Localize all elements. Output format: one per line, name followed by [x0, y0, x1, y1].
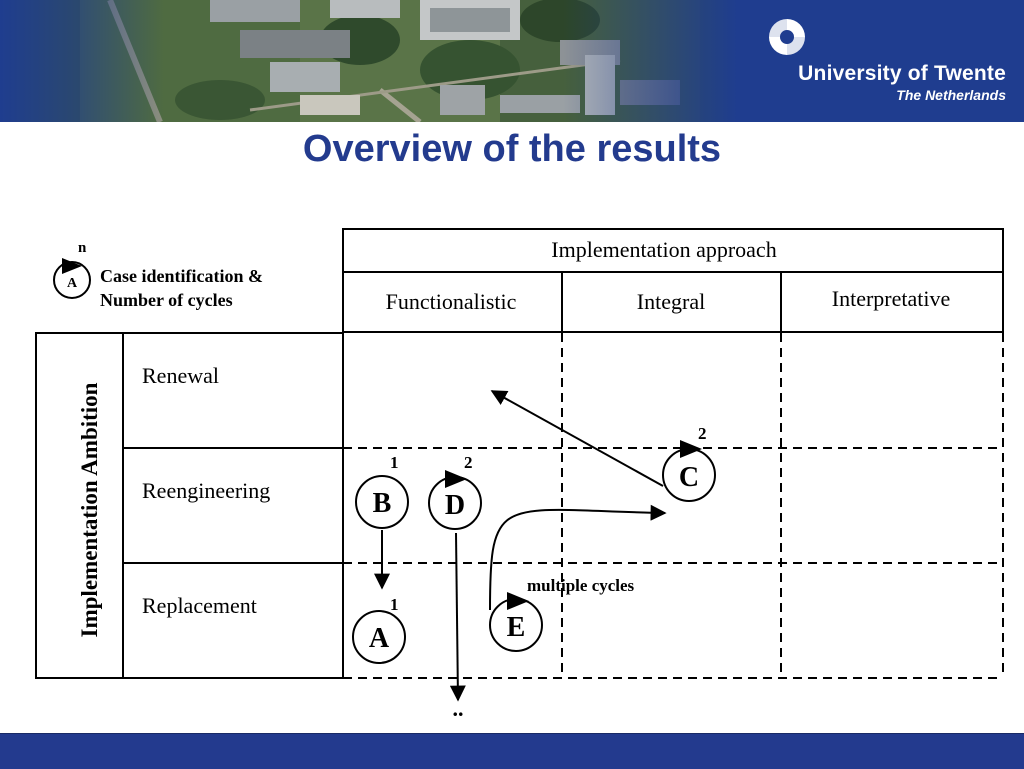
- row-group-label: Implementation Ambition: [77, 382, 102, 637]
- case-d-label: D: [445, 490, 465, 521]
- legend-line-1: Case identification &: [100, 266, 263, 286]
- case-e-cycles: multiple cycles: [527, 576, 635, 595]
- page-title: Overview of the results: [302, 128, 722, 170]
- arrow-c-to-renewal: [490, 390, 664, 487]
- case-b-cycles: 1: [390, 453, 399, 472]
- legend-line-2: Number of cycles: [100, 290, 233, 310]
- case-a-cycles: 1: [390, 595, 399, 614]
- university-name: University of Twente: [798, 62, 1006, 85]
- column-functionalistic: Functionalistic: [386, 289, 517, 314]
- case-c: C 2: [662, 424, 716, 502]
- row-header: [35, 332, 344, 679]
- case-b-circle: [355, 475, 409, 529]
- transition-arrows: [374, 390, 667, 702]
- matrix-grid: [343, 333, 1004, 679]
- case-e-label: E: [507, 612, 526, 643]
- legend-case-symbol: A: [67, 276, 78, 291]
- case-a: A 1: [352, 595, 406, 664]
- column-group-label: Implementation approach: [551, 237, 776, 262]
- case-a-circle: [352, 610, 406, 664]
- case-e-cycle-arrow-icon: [507, 592, 529, 610]
- case-c-cycle-arrow-icon: [680, 440, 702, 458]
- arrow-e-to-c: [489, 504, 667, 611]
- university-logo: University of Twente The Netherlands: [766, 16, 1006, 108]
- row-reengineering: Reengineering: [142, 478, 270, 503]
- arrow-d-down: [449, 532, 466, 702]
- row-replacement: Replacement: [142, 593, 257, 618]
- case-d: D 2: [428, 453, 482, 530]
- case-c-label: C: [679, 462, 699, 493]
- footer-bar: [0, 733, 1024, 769]
- university-emblem-icon: [769, 19, 805, 55]
- case-a-label: A: [369, 623, 390, 654]
- row-renewal: Renewal: [142, 363, 219, 388]
- campus-aerial-photo: [0, 0, 1024, 122]
- legend-cycle-symbol: n: [78, 240, 87, 256]
- case-b-label: B: [373, 488, 392, 519]
- case-d-cycle-arrow-icon: [445, 470, 467, 488]
- column-header: [342, 228, 1004, 333]
- case-c-cycles: 2: [698, 424, 707, 443]
- case-e: E multiple cycles: [489, 576, 635, 652]
- case-d-cycles: 2: [464, 453, 473, 472]
- legend: n A Case identification & Number of cycl…: [53, 240, 263, 310]
- column-interpretative: Interpretative: [832, 286, 951, 311]
- university-country: The Netherlands: [896, 87, 1006, 103]
- legend-cycle-arrow-icon: [62, 258, 82, 274]
- case-b: B 1: [355, 453, 409, 529]
- continuation-ellipsis: ..: [453, 696, 464, 721]
- column-integral: Integral: [637, 289, 705, 314]
- header-banner: University of Twente The Netherlands: [0, 0, 1024, 122]
